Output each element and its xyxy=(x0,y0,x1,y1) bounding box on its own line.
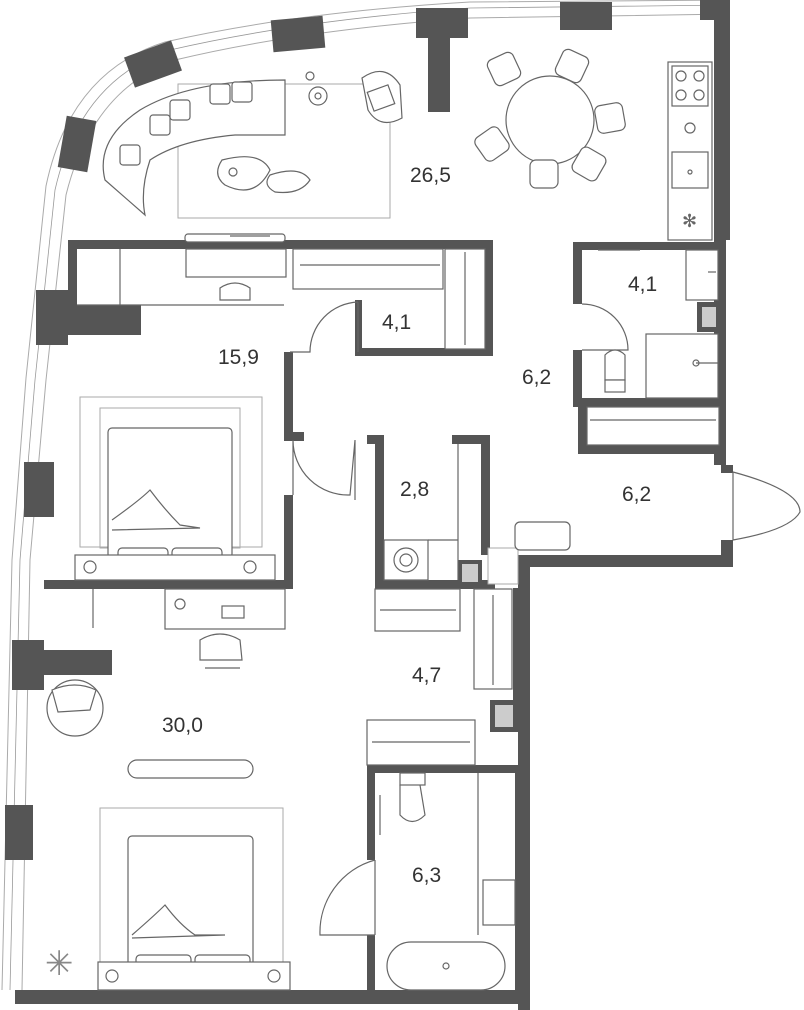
room-area-bathroom-small: 4,1 xyxy=(628,273,657,296)
living-room-furniture xyxy=(102,70,403,243)
dining-set xyxy=(474,48,626,189)
hall-wardrobe xyxy=(514,406,720,551)
room-area-hall-entrance: 6,2 xyxy=(622,483,651,506)
wardrobe-1-racks xyxy=(292,248,486,350)
room-area-wardrobe-1: 4,1 xyxy=(382,311,411,334)
room-area-hall-upper: 6,2 xyxy=(522,366,551,389)
master-bedroom-furniture: ✳ xyxy=(45,588,291,991)
kitchen-counter: ✻ xyxy=(667,61,713,241)
bedroom-1-furniture xyxy=(74,248,287,581)
utility-shafts xyxy=(458,302,721,732)
room-area-bedroom-1: 15,9 xyxy=(218,346,259,369)
svg-text:✻: ✻ xyxy=(682,211,697,232)
wardrobe-2-racks xyxy=(366,588,513,766)
room-area-living-kitchen: 26,5 xyxy=(410,164,451,187)
bathroom-large-fixtures xyxy=(379,772,516,991)
room-area-master-bedroom: 30,0 xyxy=(162,714,203,737)
svg-text:✳: ✳ xyxy=(45,944,74,984)
room-area-laundry: 2,8 xyxy=(400,478,429,501)
laundry-fixtures xyxy=(383,444,459,581)
room-area-wardrobe-2: 4,7 xyxy=(412,664,441,687)
interior-walls xyxy=(44,240,726,995)
doors xyxy=(290,301,801,936)
room-area-bathroom-large: 6,3 xyxy=(412,864,441,887)
bathroom-small-fixtures xyxy=(598,249,719,399)
area-labels: 26,5 15,9 4,1 4,1 6,2 6,2 2,8 4,7 30,0 6… xyxy=(162,164,657,887)
